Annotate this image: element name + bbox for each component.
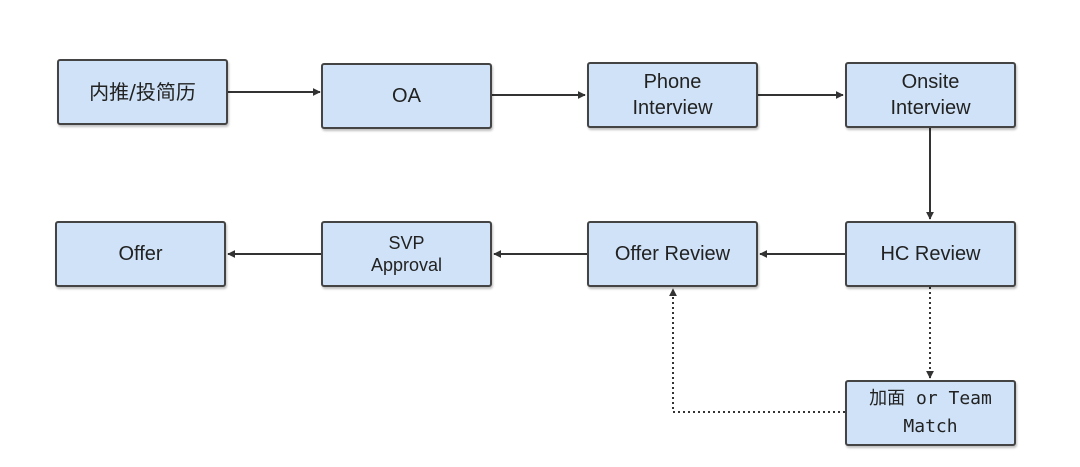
node-svp-approval: SVP Approval: [321, 221, 492, 287]
node-hc-review-label: HC Review: [880, 243, 981, 265]
node-onsite-interview: Onsite Interview: [845, 62, 1016, 128]
node-extra-interview-line-1: 加面 or Team: [869, 388, 992, 409]
node-phone-interview: Phone Interview: [587, 62, 758, 128]
node-phone-interview-line-1: Phone: [643, 71, 702, 93]
node-extra-interview-or-team-match: 加面 or Team Match: [845, 380, 1016, 446]
node-phone-interview-line-2: Interview: [632, 97, 713, 119]
node-referral: 内推/投简历: [57, 59, 228, 125]
edge-extra-interview-to-offer-review: [669, 288, 845, 413]
node-hc-review: HC Review: [845, 221, 1016, 287]
node-oa-label: OA: [392, 85, 421, 107]
node-onsite-interview-line-2: Interview: [890, 97, 971, 119]
node-offer: Offer: [55, 221, 226, 287]
node-referral-label: 内推/投简历: [89, 80, 196, 104]
node-oa: OA: [321, 63, 492, 129]
node-offer-review: Offer Review: [587, 221, 758, 287]
node-svp-approval-line-1: SVP: [388, 233, 425, 253]
node-onsite-interview-line-1: Onsite: [901, 71, 960, 93]
node-extra-interview-line-2: Match: [903, 416, 958, 437]
node-svp-approval-line-2: Approval: [370, 255, 443, 275]
node-offer-label: Offer: [118, 243, 163, 265]
node-offer-review-label: Offer Review: [614, 243, 731, 265]
